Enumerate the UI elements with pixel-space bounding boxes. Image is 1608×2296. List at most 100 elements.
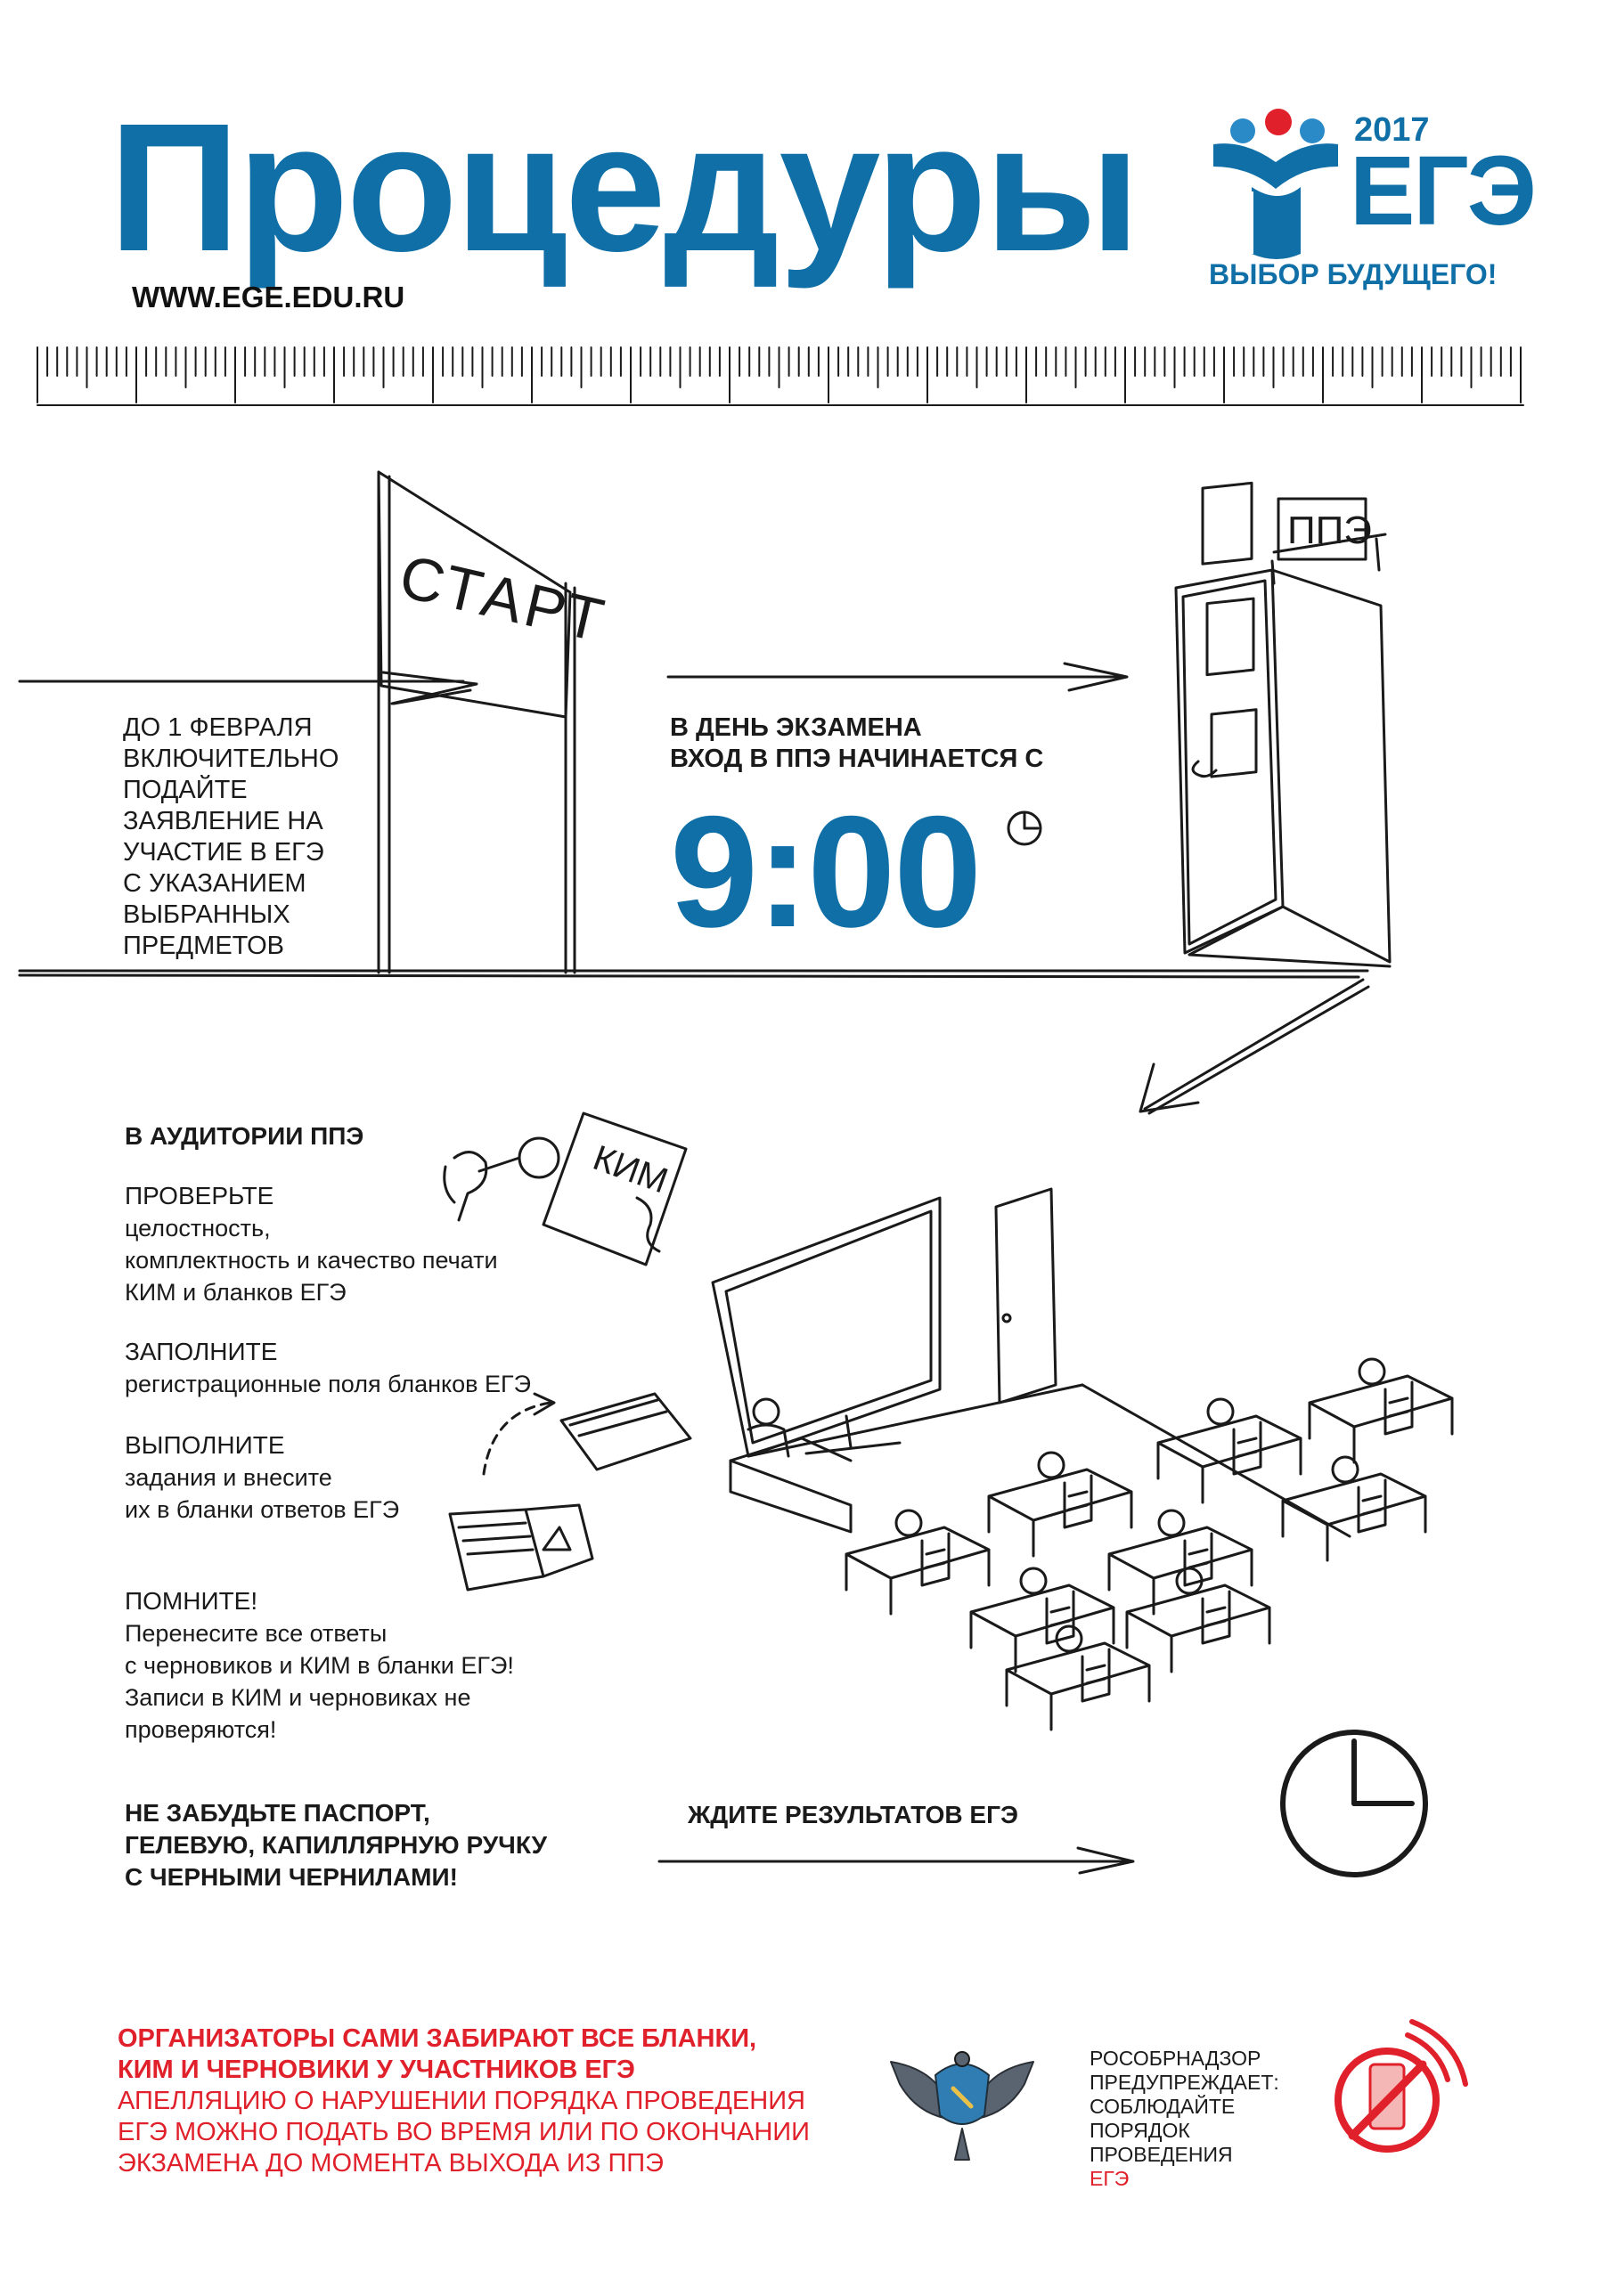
step-line: комплектность и качество печати xyxy=(125,1247,498,1274)
warning-line: РОСОБРНАДЗОР xyxy=(1090,2047,1261,2070)
reminder-line: НЕ ЗАБУДЬТЕ ПАСПОРТ, xyxy=(125,1799,430,1827)
student-head xyxy=(1206,1397,1235,1426)
start-line: ДО 1 ФЕВРАЛЯ xyxy=(123,713,313,742)
magnifier-hand-icon xyxy=(443,1136,560,1222)
student-chair xyxy=(1201,1590,1231,1645)
footer-line: ЕГЭ МОЖНО ПОДАТЬ ВО ВРЕМЯ ИЛИ ПО ОКОНЧАН… xyxy=(118,2118,810,2146)
step-line: с черновиков и КИМ в бланки ЕГЭ! xyxy=(125,1652,514,1679)
logo-slogan: ВЫБОР БУДУЩЕГО! xyxy=(1209,258,1498,290)
exam-day-line-2: ВХОД В ППЭ НАЧИНАЕТСЯ С xyxy=(670,745,1044,773)
step-line: их в бланки ответов ЕГЭ xyxy=(125,1496,400,1523)
step-title: ПОМНИТЕ! xyxy=(125,1587,258,1615)
step-line: Перенесите все ответы xyxy=(125,1620,388,1647)
start-line: С УКАЗАНИЕМ xyxy=(123,869,306,898)
student-desk xyxy=(845,1526,991,1616)
student-head xyxy=(1055,1624,1083,1653)
step-line: задания и внесите xyxy=(125,1464,332,1491)
student-head xyxy=(1037,1451,1065,1479)
student-head xyxy=(1019,1567,1048,1595)
page-title: Процедуры xyxy=(109,85,1140,289)
warning-line: ПРОВЕДЕНИЯ xyxy=(1090,2143,1233,2166)
student-head xyxy=(894,1509,923,1537)
step-line: Записи в КИМ и черновиках не xyxy=(125,1684,471,1711)
rosobrnadzor-emblem-icon xyxy=(890,2051,1034,2161)
exam-day-text: В ДЕНЬ ЭКЗАМЕНА ВХОД В ППЭ НАЧИНАЕТСЯ С xyxy=(670,712,1043,775)
exam-day-line-1: В ДЕНЬ ЭКЗАМЕНА xyxy=(670,713,922,742)
warning-line: СОБЛЮДАЙТЕ xyxy=(1090,2095,1236,2118)
classroom-icon xyxy=(711,1187,1351,1538)
warning-line: ПОРЯДОК xyxy=(1090,2119,1190,2142)
student-chair xyxy=(1081,1648,1111,1703)
footer-line: ЭКЗАМЕНА ДО МОМЕНТА ВЫХОДА ИЗ ППЭ xyxy=(118,2149,664,2178)
step-complete: ВЫПОЛНИТЕ задания и внесите их в бланки … xyxy=(125,1429,399,1526)
reminder-line: ГЕЛЕВУЮ, КАПИЛЛЯРНУЮ РУЧКУ xyxy=(125,1831,548,1859)
step-line: проверяются! xyxy=(125,1716,277,1743)
student-desk xyxy=(1308,1374,1454,1464)
start-line: ПРЕДМЕТОВ xyxy=(123,932,284,960)
no-phone-icon xyxy=(1335,2019,1468,2153)
step-line: целостность, xyxy=(125,1215,271,1242)
start-line: УЧАСТИЕ В ЕГЭ xyxy=(123,838,324,867)
student-desk xyxy=(1125,1584,1271,1673)
rosobrnadzor-warning: РОСОБРНАДЗОР ПРЕДУПРЕЖДАЕТ: СОБЛЮДАЙТЕ П… xyxy=(1090,2047,1321,2191)
clock-large-icon xyxy=(1280,1730,1428,1877)
student-desk xyxy=(1005,1641,1151,1731)
down-left-arrow-icon xyxy=(1139,978,1370,1115)
open-booklet-icon xyxy=(448,1503,594,1592)
clock-small-icon xyxy=(1007,810,1042,846)
start-gate-icon xyxy=(18,470,576,974)
start-line: ПОДАЙТЕ xyxy=(123,776,248,804)
step-remember: ПОМНИТЕ! Перенесите все ответы с чернови… xyxy=(125,1585,514,1746)
passport-reminder: НЕ ЗАБУДЬТЕ ПАСПОРТ, ГЕЛЕВУЮ, КАПИЛЛЯРНУ… xyxy=(125,1797,547,1893)
kim-sheet-icon xyxy=(542,1111,688,1266)
student-chair xyxy=(920,1532,951,1587)
door-sign-label: ППЭ xyxy=(1287,509,1372,552)
entry-time: 9:00 xyxy=(670,783,982,960)
student-desks xyxy=(845,1357,1454,1731)
ruler-icon xyxy=(37,346,1524,406)
step-check: ПРОВЕРЬТЕ целостность, комплектность и к… xyxy=(125,1180,498,1308)
kim-sheet-label: КИМ xyxy=(588,1138,673,1201)
footer-bold-line: ОРГАНИЗАТОРЫ САМИ ЗАБИРАЮТ ВСЕ БЛАНКИ, xyxy=(118,2024,757,2053)
student-desk xyxy=(1281,1472,1427,1562)
footer-notice: ОРГАНИЗАТОРЫ САМИ ЗАБИРАЮТ ВСЕ БЛАНКИ, К… xyxy=(118,2023,810,2179)
step-fill: ЗАПОЛНИТЕ регистрационные поля бланков Е… xyxy=(125,1336,531,1400)
start-line: ВКЛЮЧИТЕЛЬНО xyxy=(123,745,339,773)
student-chair xyxy=(1045,1590,1075,1645)
student-head xyxy=(1157,1509,1186,1537)
footer-line: АПЕЛЛЯЦИЮ О НАРУШЕНИИ ПОРЯДКА ПРОВЕДЕНИЯ xyxy=(118,2087,805,2115)
student-head xyxy=(1331,1455,1359,1484)
student-chair xyxy=(1357,1478,1387,1534)
entry-arrow-icon xyxy=(666,662,1129,692)
logo-name: ЕГЭ xyxy=(1350,136,1537,246)
auditorium-heading: В АУДИТОРИИ ППЭ xyxy=(125,1122,364,1150)
results-arrow-icon xyxy=(657,1846,1135,1875)
student-desk xyxy=(1156,1414,1302,1504)
ground-line xyxy=(18,969,1369,979)
door-icon xyxy=(1174,481,1392,968)
start-line: ВЫБРАННЫХ xyxy=(123,900,290,929)
ege-logo-icon xyxy=(1213,109,1338,259)
step-title: ПРОВЕРЬТЕ xyxy=(125,1182,274,1209)
student-chair xyxy=(1063,1474,1093,1529)
step-title: ЗАПОЛНИТЕ xyxy=(125,1338,278,1365)
step-line: КИМ и бланков ЕГЭ xyxy=(125,1279,347,1306)
student-head xyxy=(1358,1357,1386,1386)
student-desk xyxy=(987,1468,1133,1558)
student-chair xyxy=(1232,1421,1262,1476)
student-chair xyxy=(1384,1380,1414,1436)
warning-line-ege: ЕГЭ xyxy=(1090,2167,1130,2190)
start-line: ЗАЯВЛЕНИЕ НА xyxy=(123,807,323,835)
step-line: регистрационные поля бланков ЕГЭ xyxy=(125,1371,532,1397)
logo-year: 2017 xyxy=(1354,111,1430,149)
student-chair xyxy=(1183,1532,1213,1587)
reminder-line: С ЧЕРНЫМИ ЧЕРНИЛАМИ! xyxy=(125,1863,458,1891)
student-head xyxy=(1175,1567,1204,1595)
start-instructions: ДО 1 ФЕВРАЛЯ ВКЛЮЧИТЕЛЬНО ПОДАЙТЕ ЗАЯВЛЕ… xyxy=(123,712,339,962)
student-desk xyxy=(969,1584,1115,1673)
start-sign-label: СТАРТ xyxy=(394,542,613,655)
site-url-link[interactable]: WWW.EGE.EDU.RU xyxy=(132,281,405,313)
student-desk xyxy=(1107,1526,1253,1616)
warning-line: ПРЕДУПРЕЖДАЕТ: xyxy=(1090,2071,1279,2094)
